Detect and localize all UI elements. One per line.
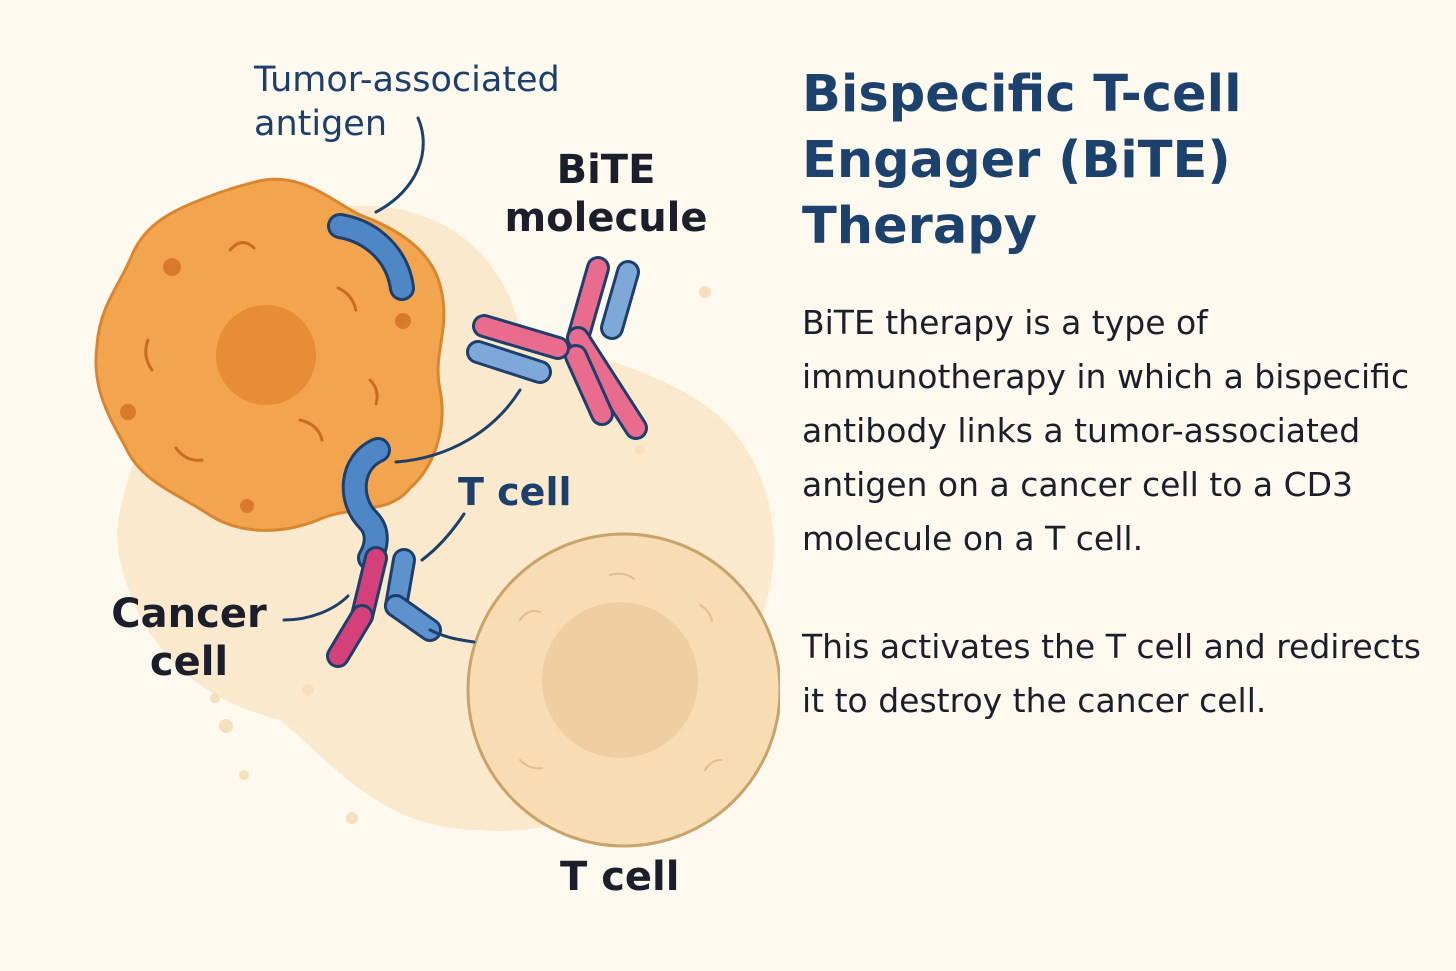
label-t-cell-bottom: T cell — [560, 854, 680, 900]
leader-line-cancer-cell — [282, 594, 350, 622]
t-cell-nucleus — [542, 602, 698, 758]
leader-line-antigen — [374, 116, 425, 214]
label-cancer-cell: Cancer cell — [111, 591, 267, 685]
text-panel: Bispecific T-cell Engager (BiTE) Therapy… — [802, 62, 1422, 728]
bite-molecule-bound — [326, 546, 442, 668]
bite-illustration — [94, 116, 780, 848]
leader-line-t-cell-mid — [420, 512, 466, 562]
label-t-cell-middle: T cell — [458, 470, 572, 514]
label-tumor-associated-antigen: Tumor-associated antigen — [254, 60, 560, 144]
cancer-cell-texture — [144, 241, 379, 462]
label-bite-molecule: BiTE molecule — [504, 147, 708, 241]
leader-lines — [282, 116, 522, 644]
page-title: Bispecific T-cell Engager (BiTE) Therapy — [802, 65, 1242, 256]
description-paragraph-1: BiTE therapy is a type of immunotherapy … — [802, 303, 1410, 558]
cancer-cell-nucleus — [216, 305, 316, 405]
bite-molecule-free — [466, 256, 648, 440]
cancer-cell — [94, 177, 446, 532]
description-paragraph-2: This activates the T cell and redirects … — [802, 627, 1421, 720]
t-cell — [466, 532, 780, 848]
t-cell-texture — [519, 572, 722, 771]
leader-line-t-cell — [428, 628, 476, 644]
leader-line-bite — [394, 388, 522, 464]
tumor-antigen-top-fill — [330, 216, 412, 298]
